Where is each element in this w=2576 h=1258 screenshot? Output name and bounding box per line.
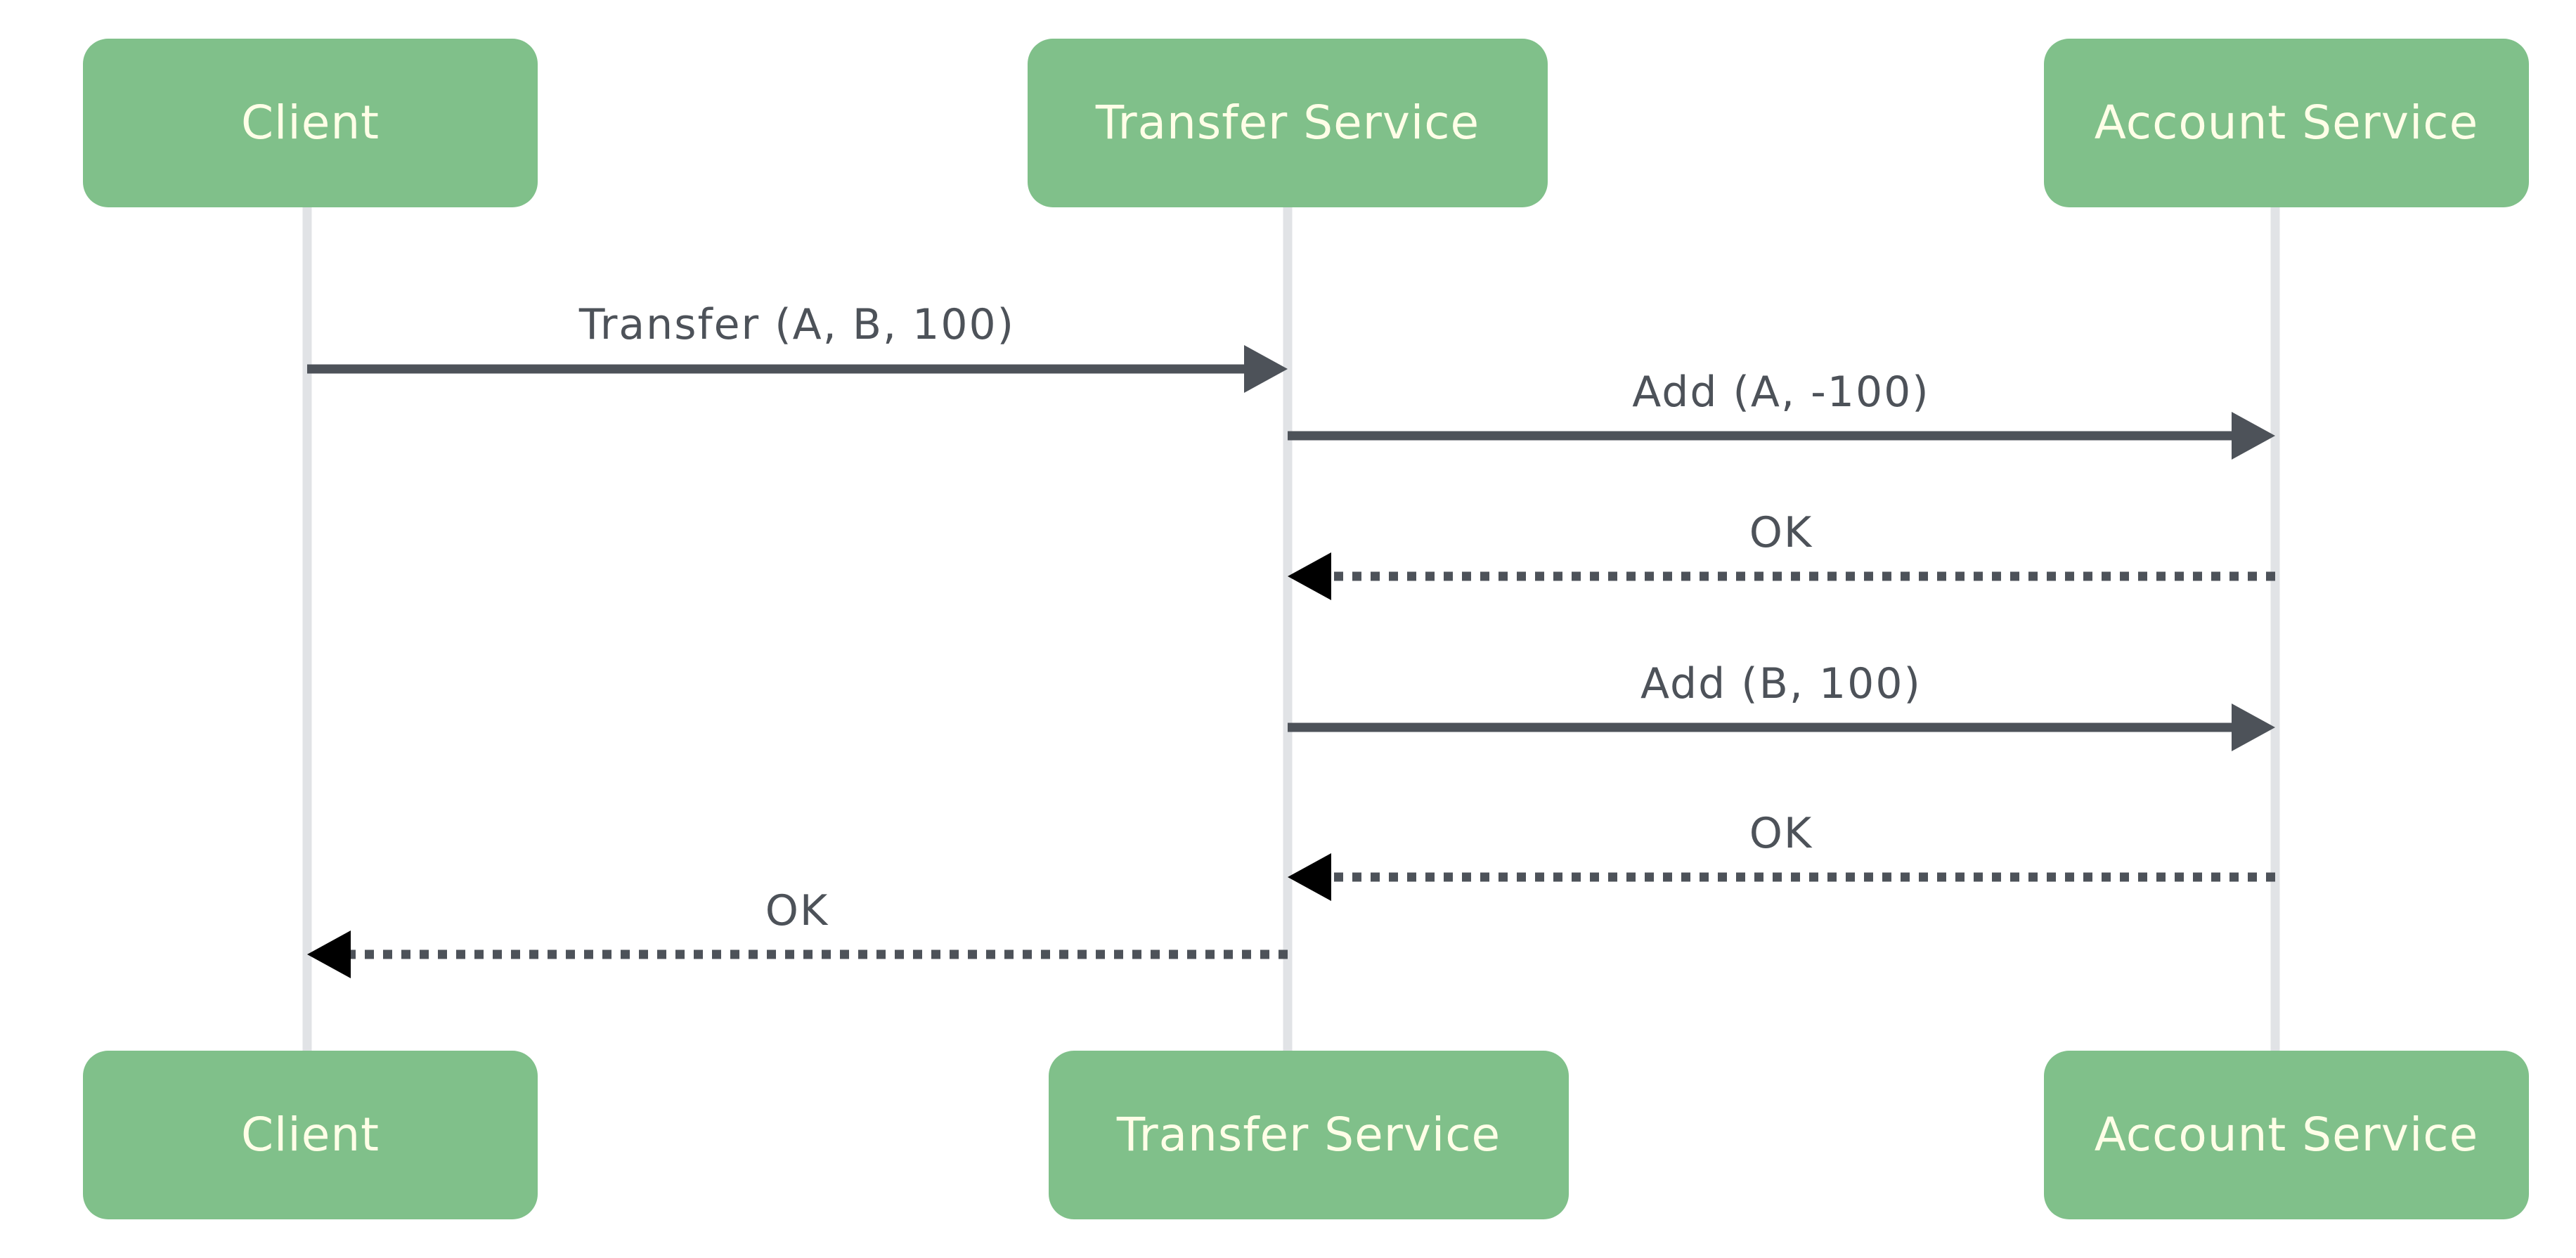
actor-box-rect-top-transfer — [1028, 39, 1548, 207]
actor-box-bottom-client[interactable]: Client — [83, 1051, 538, 1219]
message-label-2: Add (A, -100) — [1632, 368, 1929, 417]
message-label-3: OK — [1749, 508, 1813, 557]
actor-box-top-transfer[interactable]: Transfer Service — [1028, 39, 1548, 207]
message-6[interactable]: OK — [307, 886, 1288, 978]
message-label-1: Transfer (A, B, 100) — [578, 300, 1015, 349]
actor-box-rect-top-account — [2044, 39, 2529, 207]
arrowhead-1 — [1244, 345, 1288, 393]
actor-label-bottom-client: Client — [241, 1108, 380, 1162]
actor-label-bottom-account: Account Service — [2095, 1108, 2478, 1162]
message-2[interactable]: Add (A, -100) — [1288, 368, 2275, 460]
actor-label-top-account: Account Service — [2095, 96, 2478, 150]
lifelines-layer — [302, 207, 2280, 1086]
message-5[interactable]: OK — [1288, 809, 2275, 901]
actor-box-rect-bottom-account — [2044, 1051, 2529, 1219]
actor-box-rect-bottom-transfer — [1049, 1051, 1569, 1219]
actor-box-top-client[interactable]: Client — [83, 39, 538, 207]
actor-box-bottom-account[interactable]: Account Service — [2044, 1051, 2529, 1219]
actor-box-top-account[interactable]: Account Service — [2044, 39, 2529, 207]
arrowhead-5 — [1288, 853, 1331, 901]
actor-label-top-transfer: Transfer Service — [1095, 96, 1480, 150]
arrowhead-6 — [307, 930, 351, 978]
messages-layer: Transfer (A, B, 100) Add (A, -100) OK Add (… — [307, 300, 2275, 978]
message-4[interactable]: Add (B, 100) — [1288, 659, 2275, 751]
actor-box-rect-bottom-client — [83, 1051, 538, 1219]
message-label-6: OK — [765, 886, 829, 935]
actor-box-rect-top-client — [83, 39, 538, 207]
actor-label-bottom-transfer: Transfer Service — [1116, 1108, 1501, 1162]
actor-label-top-client: Client — [241, 96, 380, 150]
message-1[interactable]: Transfer (A, B, 100) — [307, 300, 1288, 393]
arrowhead-3 — [1288, 552, 1331, 600]
message-label-5: OK — [1749, 809, 1813, 858]
actor-box-bottom-transfer[interactable]: Transfer Service — [1049, 1051, 1569, 1219]
arrowhead-2 — [2232, 412, 2275, 460]
arrowhead-4 — [2232, 703, 2275, 751]
message-3[interactable]: OK — [1288, 508, 2275, 600]
message-label-4: Add (B, 100) — [1640, 659, 1922, 708]
